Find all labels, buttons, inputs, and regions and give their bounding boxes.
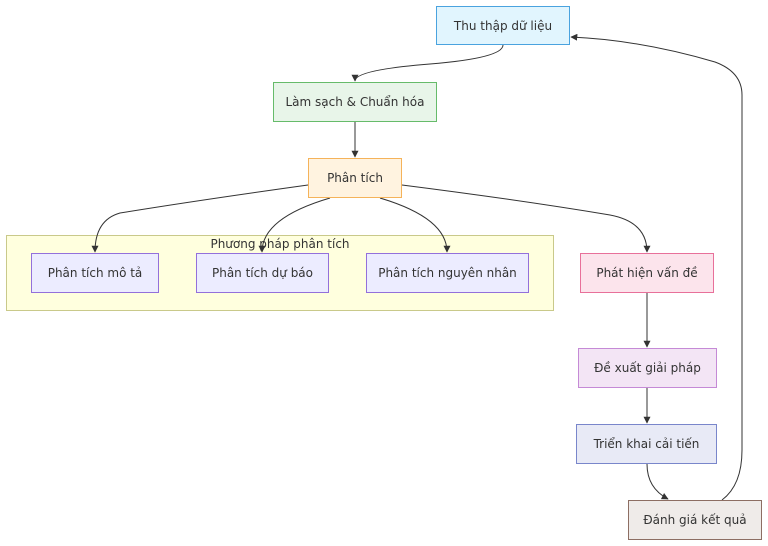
node-thu-thap-du-lieu[interactable]: Thu thập dữ liệu — [436, 6, 570, 45]
edge-phan-tich-to-phat-hien — [401, 184, 651, 253]
edge-danh-gia-to-thu-thap — [570, 33, 743, 501]
edge-phan-tich-to-mo-ta — [91, 184, 309, 253]
edge-trien-khai-to-danh-gia — [646, 463, 669, 500]
node-phat-hien-van-de[interactable]: Phát hiện vấn đề — [580, 253, 714, 293]
node-phan-tich-mo-ta[interactable]: Phân tích mô tả — [31, 253, 159, 293]
node-phan-tich[interactable]: Phân tích — [308, 158, 402, 198]
edge-thu-thap-to-lam-sach — [351, 44, 504, 82]
node-phan-tich-du-bao[interactable]: Phân tích dự báo — [196, 253, 329, 293]
node-phan-tich-nguyen-nhan[interactable]: Phân tích nguyên nhân — [366, 253, 529, 293]
node-lam-sach-chuan-hoa[interactable]: Làm sạch & Chuẩn hóa — [273, 82, 437, 122]
subgraph-title: Phương pháp phân tích — [210, 237, 350, 251]
edge-phan-tich-to-du-bao — [258, 197, 331, 253]
node-de-xuat-giai-phap[interactable]: Đề xuất giải pháp — [578, 348, 717, 388]
node-trien-khai-cai-tien[interactable]: Triển khai cải tiến — [576, 424, 717, 464]
edge-phan-tich-to-nguyen-nhan — [379, 197, 451, 253]
node-danh-gia-ket-qua[interactable]: Đánh giá kết quả — [628, 500, 762, 540]
